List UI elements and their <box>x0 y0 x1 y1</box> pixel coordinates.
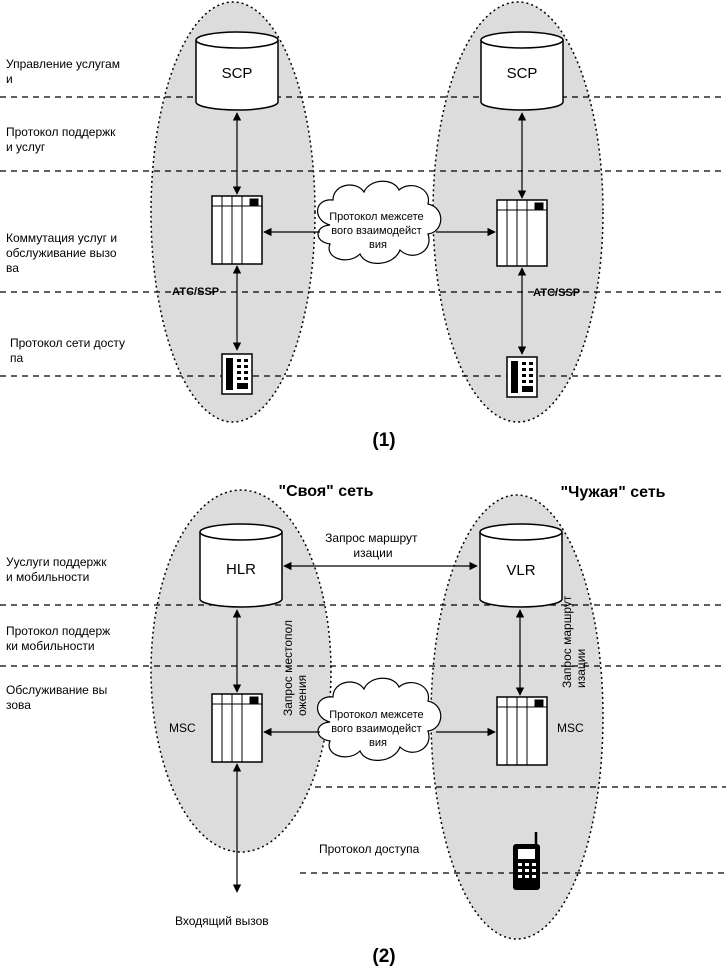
right-switch-label: АТС/SSP <box>533 287 580 299</box>
interworking-protocol-label: Протокол межсете вого взаимодейст вия <box>329 211 426 251</box>
routing-request-label: Запрос маршрут изации <box>325 531 421 560</box>
layer-separators <box>0 96 726 377</box>
desk-phone-icon <box>506 356 538 398</box>
left-scp-label: SCP <box>222 65 253 82</box>
layer-label-access-protocol: Протокол сети досту па <box>10 336 128 365</box>
diagram-2: "Своя" сеть "Чужая" сеть Ууслуги поддерж… <box>0 483 726 967</box>
incoming-call-label: Входящий вызов <box>175 914 269 928</box>
visited-msc-label: MSC <box>557 721 584 735</box>
database-icon <box>479 523 563 608</box>
database-icon <box>199 523 283 608</box>
visited-network-title: "Чужая" сеть <box>561 484 666 501</box>
cloud-icon <box>317 677 442 761</box>
layer-label-mobility-protocol: Протокол поддерж ки мобильности <box>6 624 114 653</box>
interworking-protocol-label: Протокол межсете вого взаимодейст вия <box>329 709 426 749</box>
layer-label-call-handling: Обслуживание вы зова <box>6 683 111 712</box>
home-msc-label: MSC <box>169 721 196 735</box>
location-request-label: Запрос местопол ожения <box>281 617 309 716</box>
layer-label-service-control: Управление услугам и <box>6 57 123 86</box>
vlr-label: VLR <box>506 562 535 579</box>
database-icon <box>195 31 279 111</box>
switch-rack-icon <box>496 696 548 766</box>
connection-arrows <box>232 561 525 893</box>
mobile-phone-icon <box>513 832 540 890</box>
switch-rack-icon <box>211 195 263 265</box>
layer-separators <box>0 604 726 874</box>
hlr-label: HLR <box>226 561 256 578</box>
caption-2: (2) <box>372 946 395 967</box>
switch-rack-icon <box>211 693 263 763</box>
left-switch-label: АТС/SSP <box>172 286 219 298</box>
diagram-1: Управление услугам и Протокол поддержк и… <box>0 1 726 451</box>
caption-1: (1) <box>372 430 395 451</box>
database-icon <box>480 31 564 111</box>
connection-arrows <box>232 112 527 355</box>
desk-phone-icon <box>221 353 253 395</box>
layer-label-mobility-services: Ууслуги поддержк и мобильности <box>6 555 110 584</box>
home-network-title: "Своя" сеть <box>279 483 374 500</box>
switch-rack-icon <box>496 199 548 267</box>
access-protocol-label: Протокол доступа <box>319 842 420 856</box>
routing-request-vertical-label: Запрос маршрут изации <box>560 592 588 688</box>
layer-label-service-support-protocol: Протокол поддержк и услуг <box>6 125 119 154</box>
cloud-icon <box>317 180 442 264</box>
layer-label-switching: Коммутация услуг и обслуживание вызо ва <box>6 231 120 275</box>
right-scp-label: SCP <box>507 65 538 82</box>
